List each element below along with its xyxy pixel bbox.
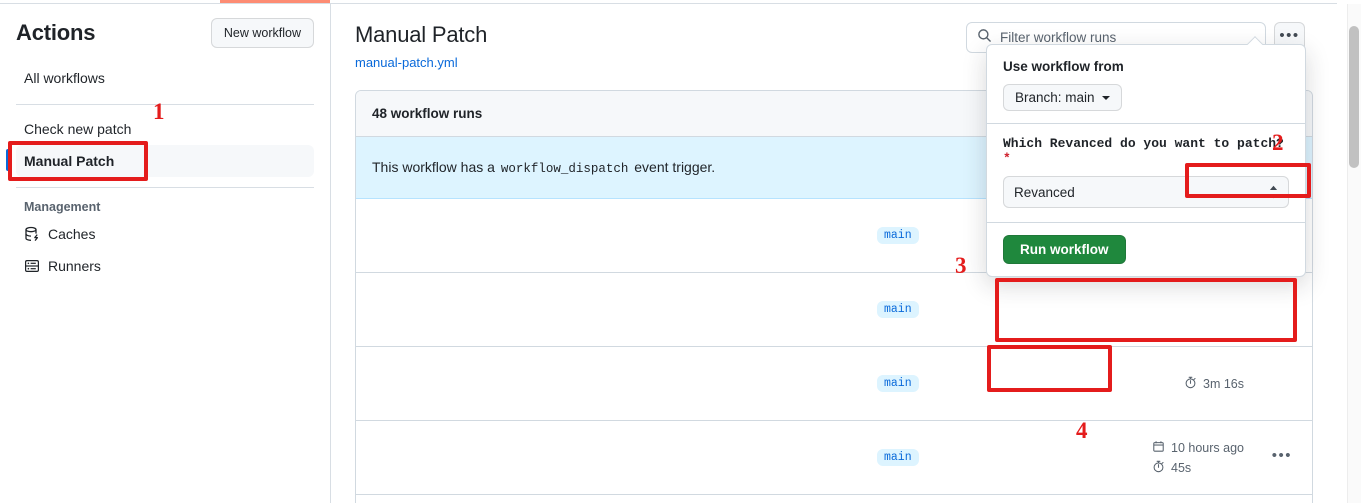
sidebar-nav-list: All workflows Check new patch Manual Pat…: [6, 62, 314, 282]
page-title: Manual Patch: [355, 22, 488, 47]
stopwatch-icon: [1184, 376, 1197, 392]
row-timestamp: 10 hours ago: [1152, 440, 1244, 456]
branch-select-button[interactable]: Branch: main: [1003, 84, 1122, 111]
row-timestamp-text: 10 hours ago: [1171, 440, 1244, 455]
sidebar-item-check-new-patch[interactable]: Check new patch: [16, 113, 314, 145]
sidebar-item-runners[interactable]: Runners: [16, 250, 314, 282]
sidebar-divider-1: [16, 104, 314, 105]
dispatch-banner-text: This workflow has a workflow_dispatch ev…: [372, 159, 715, 176]
table-row[interactable]: main: [356, 273, 1312, 347]
sidebar-item-label: Check new patch: [24, 121, 132, 137]
revanced-select[interactable]: Revanced: [1003, 176, 1289, 208]
sidebar-item-label: Runners: [48, 258, 101, 274]
row-overflow-menu-icon[interactable]: •••: [1271, 446, 1292, 464]
branch-badge[interactable]: main: [877, 449, 919, 466]
page-scrollbar-track[interactable]: [1347, 4, 1361, 503]
branch-select-label: Branch: main: [1015, 90, 1095, 105]
sidebar-title: Actions: [16, 20, 96, 45]
workflow-input-label: Which Revanced do you want to patch? *: [1003, 136, 1289, 166]
run-workflow-submit-button[interactable]: Run workflow: [1003, 235, 1126, 264]
row-duration-text: 45s: [1171, 460, 1192, 475]
sidebar-item-caches[interactable]: Caches: [16, 218, 314, 250]
sidebar-item-manual-patch[interactable]: Manual Patch: [6, 145, 314, 177]
actions-sidebar: Actions New workflow All workflows Check…: [0, 4, 330, 503]
required-marker: *: [1003, 151, 1011, 166]
new-workflow-button[interactable]: New workflow: [210, 18, 314, 48]
sidebar-item-label: All workflows: [24, 70, 105, 86]
right-gutter: [1337, 4, 1347, 503]
chevron-down-icon: [1101, 95, 1110, 100]
stopwatch-icon: [1152, 460, 1165, 476]
workflow-input-label-text: Which Revanced do you want to patch?: [1003, 136, 1284, 151]
search-icon: [977, 28, 992, 48]
page-loading-progress-bar: [220, 0, 330, 3]
row-duration-text: 3m 16s: [1203, 376, 1244, 391]
branch-badge[interactable]: main: [877, 375, 919, 392]
workflow-runs-count: 48 workflow runs: [372, 106, 483, 121]
dispatch-text-before: This workflow has a: [372, 159, 495, 175]
use-workflow-from-label: Use workflow from: [1003, 59, 1124, 74]
sidebar-divider-2: [16, 187, 314, 188]
search-input[interactable]: [1000, 30, 1255, 45]
runner-icon: [24, 258, 40, 274]
run-workflow-dropdown-panel: Use workflow from Branch: main Which Rev…: [986, 44, 1306, 277]
sidebar-item-label: Caches: [48, 226, 96, 242]
sidebar-main-divider: [330, 4, 331, 503]
header-bottom-border: [0, 3, 1337, 4]
row-meta: 3m 16s: [1184, 376, 1244, 392]
table-row[interactable]: main 3m 16s: [356, 347, 1312, 421]
row-duration: 45s: [1152, 460, 1191, 476]
workflow-input-field: Which Revanced do you want to patch? * R…: [987, 124, 1305, 223]
row-meta: 10 hours ago 45s: [1152, 440, 1244, 476]
revanced-select-wrap: Revanced: [1003, 176, 1289, 208]
main-content: Manual Patch manual-patch.yml •••: [331, 4, 1337, 503]
sidebar-item-all-workflows[interactable]: All workflows: [16, 62, 314, 94]
branch-badge[interactable]: main: [877, 227, 919, 244]
table-row[interactable]: main 10 hours ago: [356, 421, 1312, 495]
use-workflow-from-section: Use workflow from Branch: main: [987, 45, 1305, 124]
run-workflow-submit-section: Run workflow: [987, 223, 1305, 276]
dispatch-event-code: workflow_dispatch: [500, 162, 629, 176]
sidebar-header: Actions New workflow: [16, 4, 314, 48]
page-scrollbar-thumb[interactable]: [1349, 26, 1359, 168]
row-duration: 3m 16s: [1184, 376, 1244, 392]
dispatch-text-after: event trigger.: [634, 159, 716, 175]
sidebar-item-label: Manual Patch: [24, 153, 115, 169]
sidebar-group-management: Management: [24, 200, 101, 214]
workflow-file-link[interactable]: manual-patch.yml: [355, 55, 458, 70]
workflow-runs-panel: 48 workflow runs Event Status Branch: [355, 44, 1313, 503]
cache-icon: [24, 226, 40, 242]
dropdown-caret-icon: [1247, 36, 1263, 45]
calendar-icon: [1152, 440, 1165, 456]
branch-badge[interactable]: main: [877, 301, 919, 318]
